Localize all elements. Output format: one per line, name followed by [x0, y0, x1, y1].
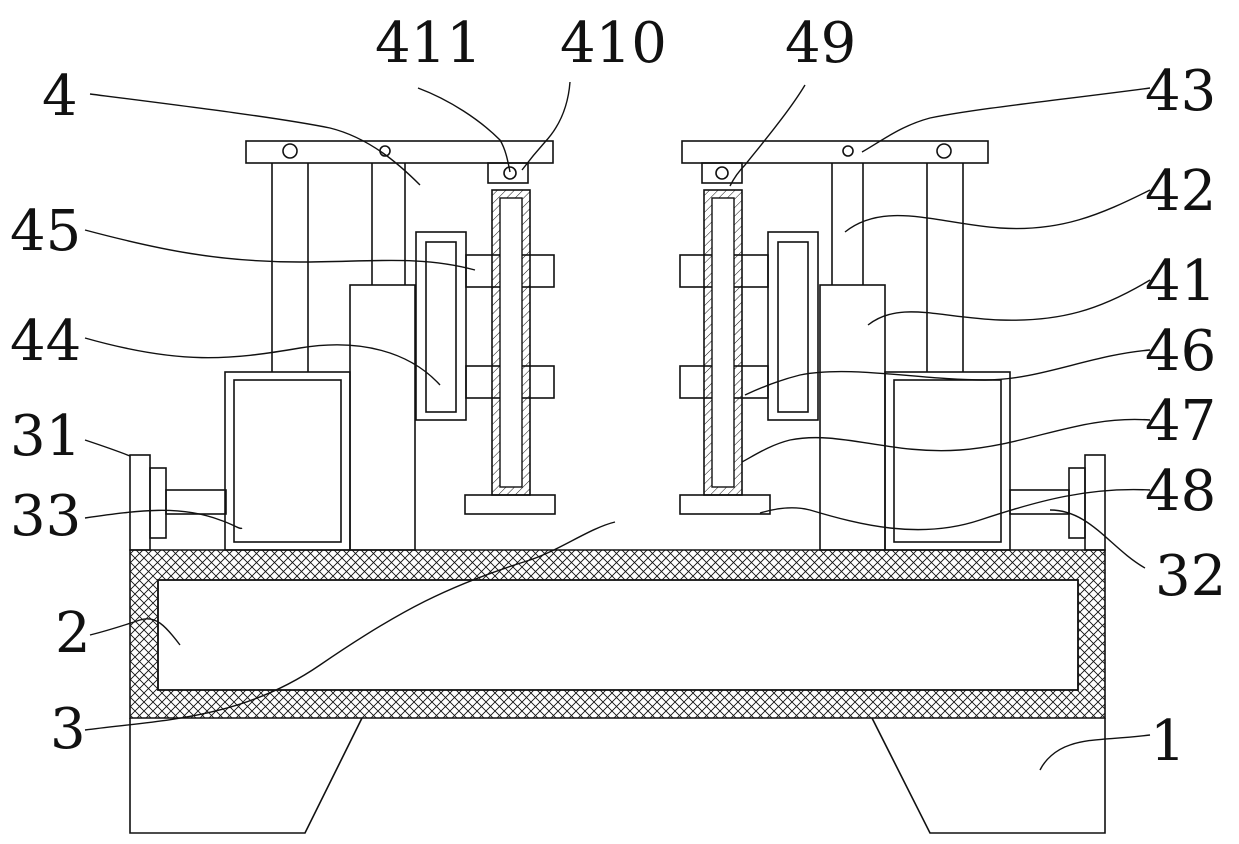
label-47: 47 — [1145, 389, 1216, 454]
label-46: 46 — [1145, 319, 1216, 384]
label-49: 49 — [785, 11, 856, 76]
leader-lines — [85, 82, 1150, 770]
base-1 — [130, 718, 1105, 833]
label-31: 31 — [10, 404, 81, 469]
label-410: 410 — [560, 11, 667, 76]
label-411: 411 — [375, 11, 482, 76]
frame-2 — [130, 550, 1105, 718]
label-41: 41 — [1145, 249, 1216, 314]
label-32: 32 — [1155, 544, 1226, 609]
label-4: 4 — [42, 64, 78, 129]
label-45: 45 — [10, 199, 81, 264]
label-3: 3 — [50, 697, 86, 762]
label-42: 42 — [1145, 159, 1216, 224]
right-assembly — [680, 141, 1105, 550]
label-48: 48 — [1145, 459, 1216, 524]
reference-labels: 4 411 410 49 43 42 45 41 44 46 31 47 33 … — [10, 11, 1226, 774]
label-33: 33 — [10, 484, 81, 549]
label-44: 44 — [10, 309, 81, 374]
label-1: 1 — [1150, 709, 1186, 774]
label-2: 2 — [55, 601, 91, 666]
label-43: 43 — [1145, 59, 1216, 124]
